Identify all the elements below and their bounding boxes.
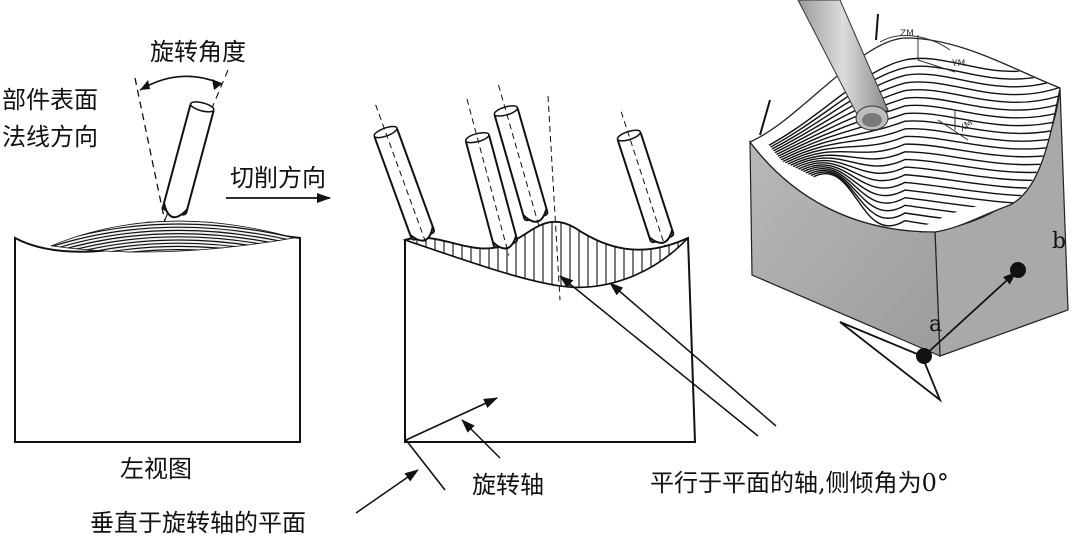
point-a-label: a [929,312,942,337]
tilt-triangle [839,321,943,403]
rotation-axis-arrow [405,397,498,441]
surface-normal-label-line1: 部件表面 [2,86,98,114]
rotation-angle-label: 旋转角度 [150,38,246,66]
toolpath-lines [765,57,1060,236]
middle-tool-1 [373,104,435,246]
middle-tool-2 [464,98,518,256]
parallel-axis-arrow-2 [609,282,777,427]
perpendicular-plane-pointer [355,469,419,514]
middle-tool-3 [493,84,549,230]
cut-direction-label: 切削方向 [230,164,326,192]
right-view-group: ZM YM XM a b [748,0,1069,403]
left-contour-lines [50,220,296,253]
rotation-axis-pointer [461,419,501,459]
surface-normal-label-line2: 法线方向 [2,123,98,151]
left-view-group: 旋转角度 部件表面 法线方向 切削方向 左视图 [2,38,331,483]
machine-axis-triad [917,35,969,141]
point-b-label: b [1052,229,1066,254]
point-b-dot [1010,262,1026,278]
parallel-axis-label: 平行于平面的轴,侧倾角为0° [650,469,949,497]
rotation-axis-label: 旋转轴 [472,471,544,499]
block-top-surface [748,37,1061,233]
middle-view-group: 旋转轴 平行于平面的轴,侧倾角为0° 垂直于旋转轴的平面 [90,84,949,537]
left-tool [162,101,215,219]
left-block-outline [14,233,301,443]
perpendicular-plane-label: 垂直于旋转轴的平面 [90,509,306,537]
axis-zm-label: ZM [900,29,914,39]
rotation-angle-arc [139,75,223,91]
middle-tool-4 [616,111,675,247]
axis-ym-label: YM [951,59,965,69]
a-to-b-arrow [923,271,1017,357]
surface-normal-dashed-line [134,77,166,223]
left-view-caption: 左视图 [120,455,192,483]
right-tool [797,0,889,131]
point-a-dot [916,348,932,364]
parallel-axis-arrow-1 [559,275,759,437]
